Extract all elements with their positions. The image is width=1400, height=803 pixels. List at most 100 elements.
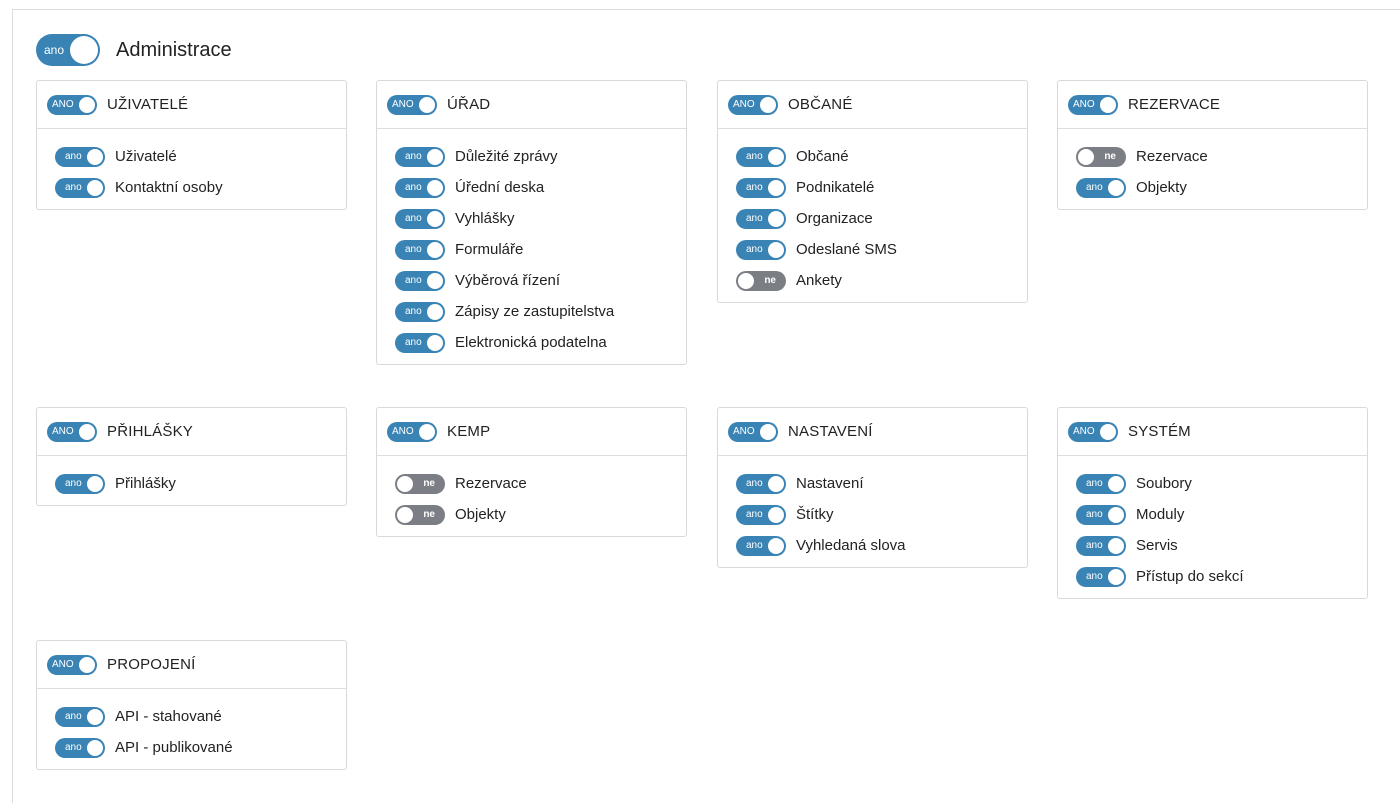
toggle-text: ano — [405, 212, 422, 224]
toggle-knob — [87, 148, 103, 165]
permission-label: Objekty — [455, 506, 506, 523]
group-header: ANO UŽIVATELÉ — [37, 81, 346, 129]
toggle-knob — [397, 506, 413, 523]
group-toggle[interactable]: ANO — [47, 654, 97, 675]
toggle-knob — [419, 423, 435, 440]
group-header: ANO OBČANÉ — [718, 81, 1027, 129]
permission-row: ano Úřední deska — [395, 172, 686, 203]
permission-row: ne Ankety — [736, 265, 1027, 296]
permission-label: Ankety — [796, 272, 842, 289]
toggle-text: ano — [746, 243, 763, 255]
toggle-knob — [427, 334, 443, 351]
permission-toggle[interactable]: ano — [736, 504, 786, 525]
toggle-text: ano — [746, 212, 763, 224]
group-title: PŘIHLÁŠKY — [107, 423, 193, 440]
permission-toggle[interactable]: ano — [395, 301, 445, 322]
permission-label: Úřední deska — [455, 179, 545, 196]
toggle-knob — [1100, 423, 1116, 440]
group-toggle[interactable]: ANO — [47, 94, 97, 115]
permission-toggle[interactable]: ano — [1076, 535, 1126, 556]
group-toggle[interactable]: ANO — [728, 421, 778, 442]
permission-toggle[interactable]: ano — [736, 146, 786, 167]
toggle-knob — [87, 475, 103, 492]
permission-row: ano Nastavení — [736, 468, 1027, 499]
permission-toggle[interactable]: ano — [395, 270, 445, 291]
toggle-knob — [427, 148, 443, 165]
group-toggle[interactable]: ANO — [387, 421, 437, 442]
group-toggle[interactable]: ANO — [1068, 94, 1118, 115]
toggle-knob — [768, 210, 784, 227]
administrace-toggle[interactable]: ano — [36, 34, 100, 66]
permission-toggle[interactable]: ne — [1076, 146, 1126, 167]
permission-toggle[interactable]: ano — [395, 177, 445, 198]
permission-toggle[interactable]: ano — [1076, 473, 1126, 494]
permission-toggle[interactable]: ano — [736, 208, 786, 229]
permission-row: ano Objekty — [1076, 172, 1367, 203]
toggle-knob — [427, 303, 443, 320]
permission-toggle[interactable]: ne — [395, 473, 445, 494]
permission-label: Přístup do sekcí — [1136, 568, 1244, 585]
permission-label: Objekty — [1136, 179, 1187, 196]
permission-row: ano Občané — [736, 141, 1027, 172]
permission-toggle[interactable]: ano — [1076, 504, 1126, 525]
group-toggle[interactable]: ANO — [47, 421, 97, 442]
toggle-knob — [1078, 148, 1094, 165]
permission-toggle[interactable]: ne — [736, 270, 786, 291]
permission-toggle[interactable]: ano — [736, 473, 786, 494]
toggle-knob — [768, 241, 784, 258]
permission-toggle[interactable]: ne — [395, 504, 445, 525]
toggle-knob — [427, 210, 443, 227]
administrace-label: Administrace — [116, 38, 232, 61]
group-toggle[interactable]: ANO — [387, 94, 437, 115]
permission-toggle[interactable]: ano — [55, 706, 105, 727]
permission-toggle[interactable]: ano — [1076, 177, 1126, 198]
permission-label: Nastavení — [796, 475, 864, 492]
toggle-knob — [79, 96, 95, 113]
permission-toggle[interactable]: ano — [736, 239, 786, 260]
toggle-knob — [87, 179, 103, 196]
group-title: UŽIVATELÉ — [107, 96, 189, 113]
permission-label: Odeslané SMS — [796, 241, 897, 258]
permission-toggle[interactable]: ano — [395, 332, 445, 353]
toggle-text: ANO — [1073, 98, 1095, 110]
permission-label: Výběrová řízení — [455, 272, 561, 289]
group-title: OBČANÉ — [788, 96, 853, 113]
permission-row: ano Výběrová řízení — [395, 265, 686, 296]
permission-label: Občané — [796, 148, 849, 165]
permission-label: Rezervace — [455, 475, 527, 492]
group-toggle[interactable]: ANO — [1068, 421, 1118, 442]
permission-toggle[interactable]: ano — [395, 208, 445, 229]
permission-toggle[interactable]: ano — [55, 473, 105, 494]
group-toggle[interactable]: ANO — [728, 94, 778, 115]
toggle-text: ne — [1104, 150, 1116, 162]
toggle-knob — [1108, 537, 1124, 554]
toggle-text: ano — [746, 181, 763, 193]
toggle-text: ano — [405, 336, 422, 348]
permission-toggle[interactable]: ano — [736, 535, 786, 556]
toggle-text: ano — [1086, 181, 1103, 193]
permission-toggle[interactable]: ano — [1076, 566, 1126, 587]
permission-toggle[interactable]: ano — [55, 177, 105, 198]
permission-toggle[interactable]: ano — [395, 146, 445, 167]
toggle-knob — [427, 272, 443, 289]
permission-toggle[interactable]: ano — [55, 737, 105, 758]
permission-toggle[interactable]: ano — [55, 146, 105, 167]
permission-toggle[interactable]: ano — [395, 239, 445, 260]
toggle-knob — [738, 272, 754, 289]
permission-toggle[interactable]: ano — [736, 177, 786, 198]
toggle-text: ANO — [733, 98, 755, 110]
